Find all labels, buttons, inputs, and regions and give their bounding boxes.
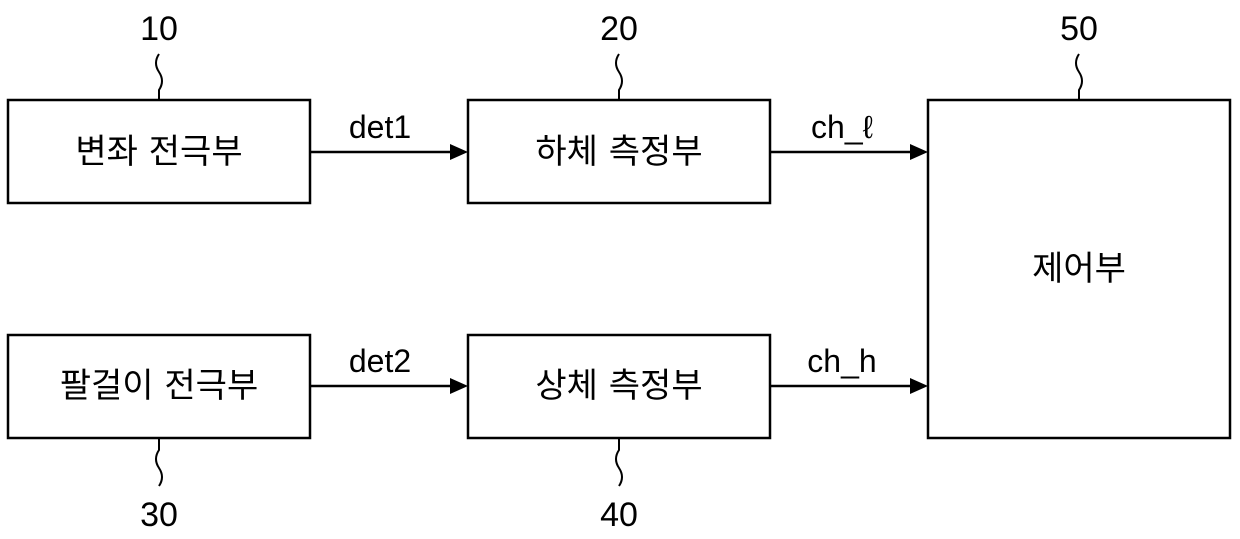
block-20-label: 하체 측정부 [535,132,702,172]
signal-det2-label: det2 [349,343,411,379]
block-10-label: 변좌 전극부 [75,132,242,172]
signal-ch-l-label: ch_ℓ [811,109,873,145]
block-20: 하체 측정부 [468,100,770,203]
leader-line-20 [616,54,622,100]
arrow-det1-head [450,144,468,160]
leader-line-10 [156,54,162,100]
block-40: 상체 측정부 [468,335,770,438]
block-30: 팔걸이 전극부 [8,335,310,438]
leader-line-40 [616,438,622,486]
arrow-ch-h-head [910,378,928,394]
ref-number-20: 20 [600,10,638,48]
arrow-det2-head [450,378,468,394]
ref-number-10: 10 [140,10,178,48]
ref-number-50: 50 [1060,10,1098,48]
block-30-label: 팔걸이 전극부 [60,366,259,406]
leader-line-30 [156,438,162,486]
signal-det1-label: det1 [349,109,411,145]
leader-line-50 [1076,54,1082,100]
arrow-ch-l-head [910,144,928,160]
block-40-label: 상체 측정부 [535,366,702,406]
signal-ch-h-label: ch_h [807,343,876,379]
ref-number-40: 40 [600,496,638,534]
block-50: 제어부 [928,100,1230,438]
block-50-label: 제어부 [1032,249,1126,289]
ref-number-30: 30 [140,496,178,534]
block-10: 변좌 전극부 [8,100,310,203]
